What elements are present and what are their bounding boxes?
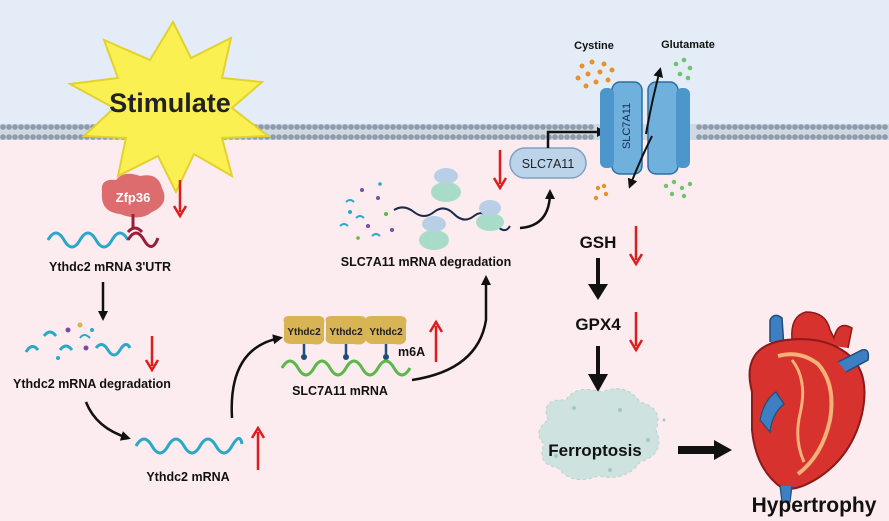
slc7a11-pill-label: SLC7A11 — [522, 157, 575, 171]
ythdc2-degradation-label: Ythdc2 mRNA degradation — [13, 377, 171, 391]
slc7a11-degradation-icon — [339, 168, 511, 250]
ythdc2-mrna-icon — [134, 437, 244, 455]
ythdc2-utr-label: Ythdc2 mRNA 3'UTR — [49, 260, 171, 274]
stimulate-burst-icon — [66, 19, 271, 195]
zfp36-binding-stem — [126, 214, 144, 234]
m6a-label: m6A — [398, 345, 425, 359]
zfp36-protein-icon — [101, 173, 165, 218]
zfp36-down-arrowhead-icon — [172, 205, 188, 219]
utr-tail-icon — [126, 231, 160, 248]
gpx4-label: GPX4 — [575, 315, 621, 334]
ythdc2-protein-3-label: Ythdc2 — [369, 327, 403, 338]
cystine-molecules-icon — [575, 59, 615, 201]
ythdc2-degradation-fragments-icon — [24, 322, 132, 360]
gsh-down-arrow-icon — [628, 226, 644, 267]
arrow-mrna-to-degradation — [411, 275, 491, 382]
stimulate-label: Stimulate — [109, 88, 231, 118]
ythdc2-mrna-label: Ythdc2 mRNA — [146, 470, 229, 484]
arrow-gpx4-to-ferroptosis — [588, 346, 608, 392]
ferroptosis-debris-icon — [554, 406, 666, 472]
arrow-ythdc2-to-slc7a11-mrna — [230, 334, 283, 419]
transporter-label: SLC7A11 — [621, 103, 633, 149]
ythdc2-protein-1-label: Ythdc2 — [287, 327, 321, 338]
ythdc2-protein-2: Ythdc2 — [325, 316, 367, 360]
arrow-ferroptosis-to-hypertrophy — [678, 440, 732, 460]
ythdc2-protein-1: Ythdc2 — [283, 316, 325, 360]
arrow-degradation-to-mrna — [84, 401, 131, 441]
arrow-degradation-to-slc7a11 — [519, 189, 555, 230]
cystine-label: Cystine — [574, 40, 614, 52]
zfp36-label: Zfp36 — [116, 190, 151, 205]
heart-icon — [748, 311, 870, 503]
slc7a11-mrna-label: SLC7A11 mRNA — [292, 384, 388, 398]
m6a-up-arrow-icon — [428, 319, 444, 362]
ythdc2-utr-mrna-icon — [46, 231, 130, 249]
ythdc2-protein-complex: Ythdc2 Ythdc2 Ythdc2 — [283, 316, 407, 360]
degradation-down-arrow-icon — [144, 336, 160, 373]
ythdc2-protein-2-label: Ythdc2 — [329, 327, 363, 338]
arrow-gsh-to-gpx4 — [588, 258, 608, 300]
glutamate-label: Glutamate — [661, 39, 715, 51]
ferroptosis-cell-icon — [538, 388, 660, 481]
hypertrophy-label: Hypertrophy — [752, 494, 877, 517]
ythdc2-mrna-up-arrow-icon — [250, 425, 266, 470]
ferroptosis-label: Ferroptosis — [548, 441, 642, 460]
gpx4-down-arrow-icon — [628, 312, 644, 353]
slc7a11-mrna-icon — [280, 359, 412, 377]
ythdc2-protein-3: Ythdc2 — [365, 316, 407, 360]
slc7a11-degradation-label: SLC7A11 mRNA degradation — [341, 255, 511, 269]
glutamate-molecules-icon — [663, 57, 693, 199]
gsh-label: GSH — [580, 233, 617, 252]
slc7a11-transporter-icon: SLC7A11 — [600, 67, 690, 189]
slc7a11-degradation-down-arrow-icon — [492, 150, 508, 191]
arrow-slc7a11-to-transporter — [546, 127, 607, 148]
